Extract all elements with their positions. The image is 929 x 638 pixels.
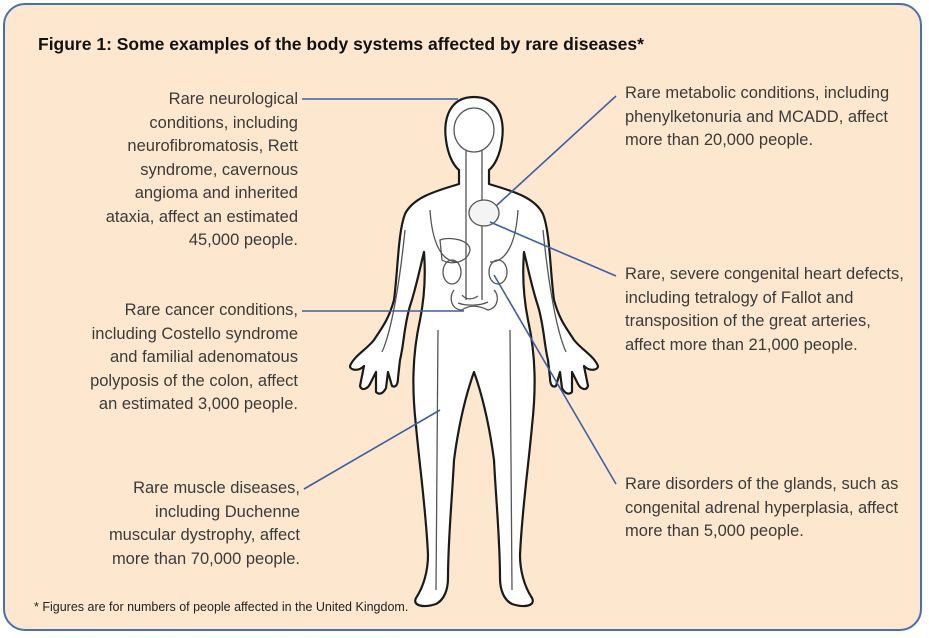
- caption-muscle: Rare muscle diseases, including Duchenne…: [96, 477, 300, 571]
- caption-glands: Rare disorders of the glands, such as co…: [625, 473, 905, 544]
- leader-metabolic: [496, 96, 616, 206]
- caption-heart: Rare, severe congenital heart defects, i…: [625, 263, 905, 357]
- footnote: * Figures are for numbers of people affe…: [34, 600, 408, 614]
- human-body-figure: [350, 97, 598, 606]
- caption-metabolic: Rare metabolic conditions, including phe…: [625, 82, 895, 153]
- heart-shape: [469, 200, 499, 226]
- caption-cancer: Rare cancer conditions, including Costel…: [70, 299, 298, 417]
- caption-neurological: Rare neurological conditions, including …: [90, 88, 298, 253]
